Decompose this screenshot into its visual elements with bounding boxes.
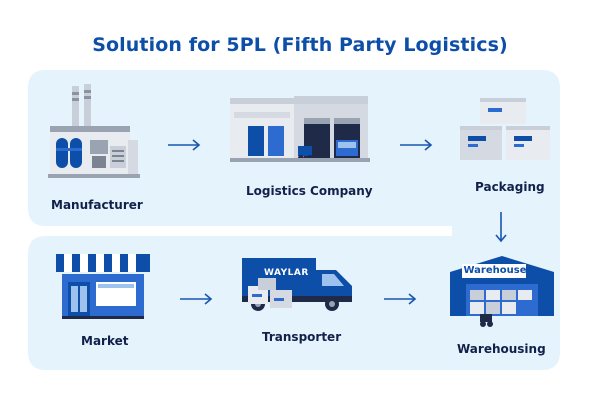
arrow-right-icon: [400, 139, 433, 151]
transporter-label: Transporter: [262, 330, 342, 344]
arrow-right-icon: [180, 293, 213, 305]
page-title: Solution for 5PL (Fifth Party Logistics): [92, 34, 508, 56]
arrow-right-icon: [168, 139, 201, 151]
packaging-illustration: [460, 98, 550, 160]
manufacturer-label: Manufacturer: [51, 198, 143, 212]
packaging-label: Packaging: [475, 180, 545, 194]
transporter-illustration: [242, 258, 352, 311]
arrow-down-icon: [495, 212, 507, 243]
market-label: Market: [81, 334, 129, 348]
warehousing-label: Warehousing: [457, 342, 546, 356]
arrow-right-icon: [384, 293, 417, 305]
logistics-company-label: Logistics Company: [246, 184, 373, 198]
logistics-company-illustration: [230, 96, 370, 162]
market-illustration: [56, 254, 150, 319]
truck-brand-logo: WAYLAR: [264, 268, 309, 278]
warehouse-sign: Warehouse: [463, 265, 527, 276]
warehousing-illustration: [450, 256, 554, 327]
manufacturer-illustration: [48, 84, 140, 178]
